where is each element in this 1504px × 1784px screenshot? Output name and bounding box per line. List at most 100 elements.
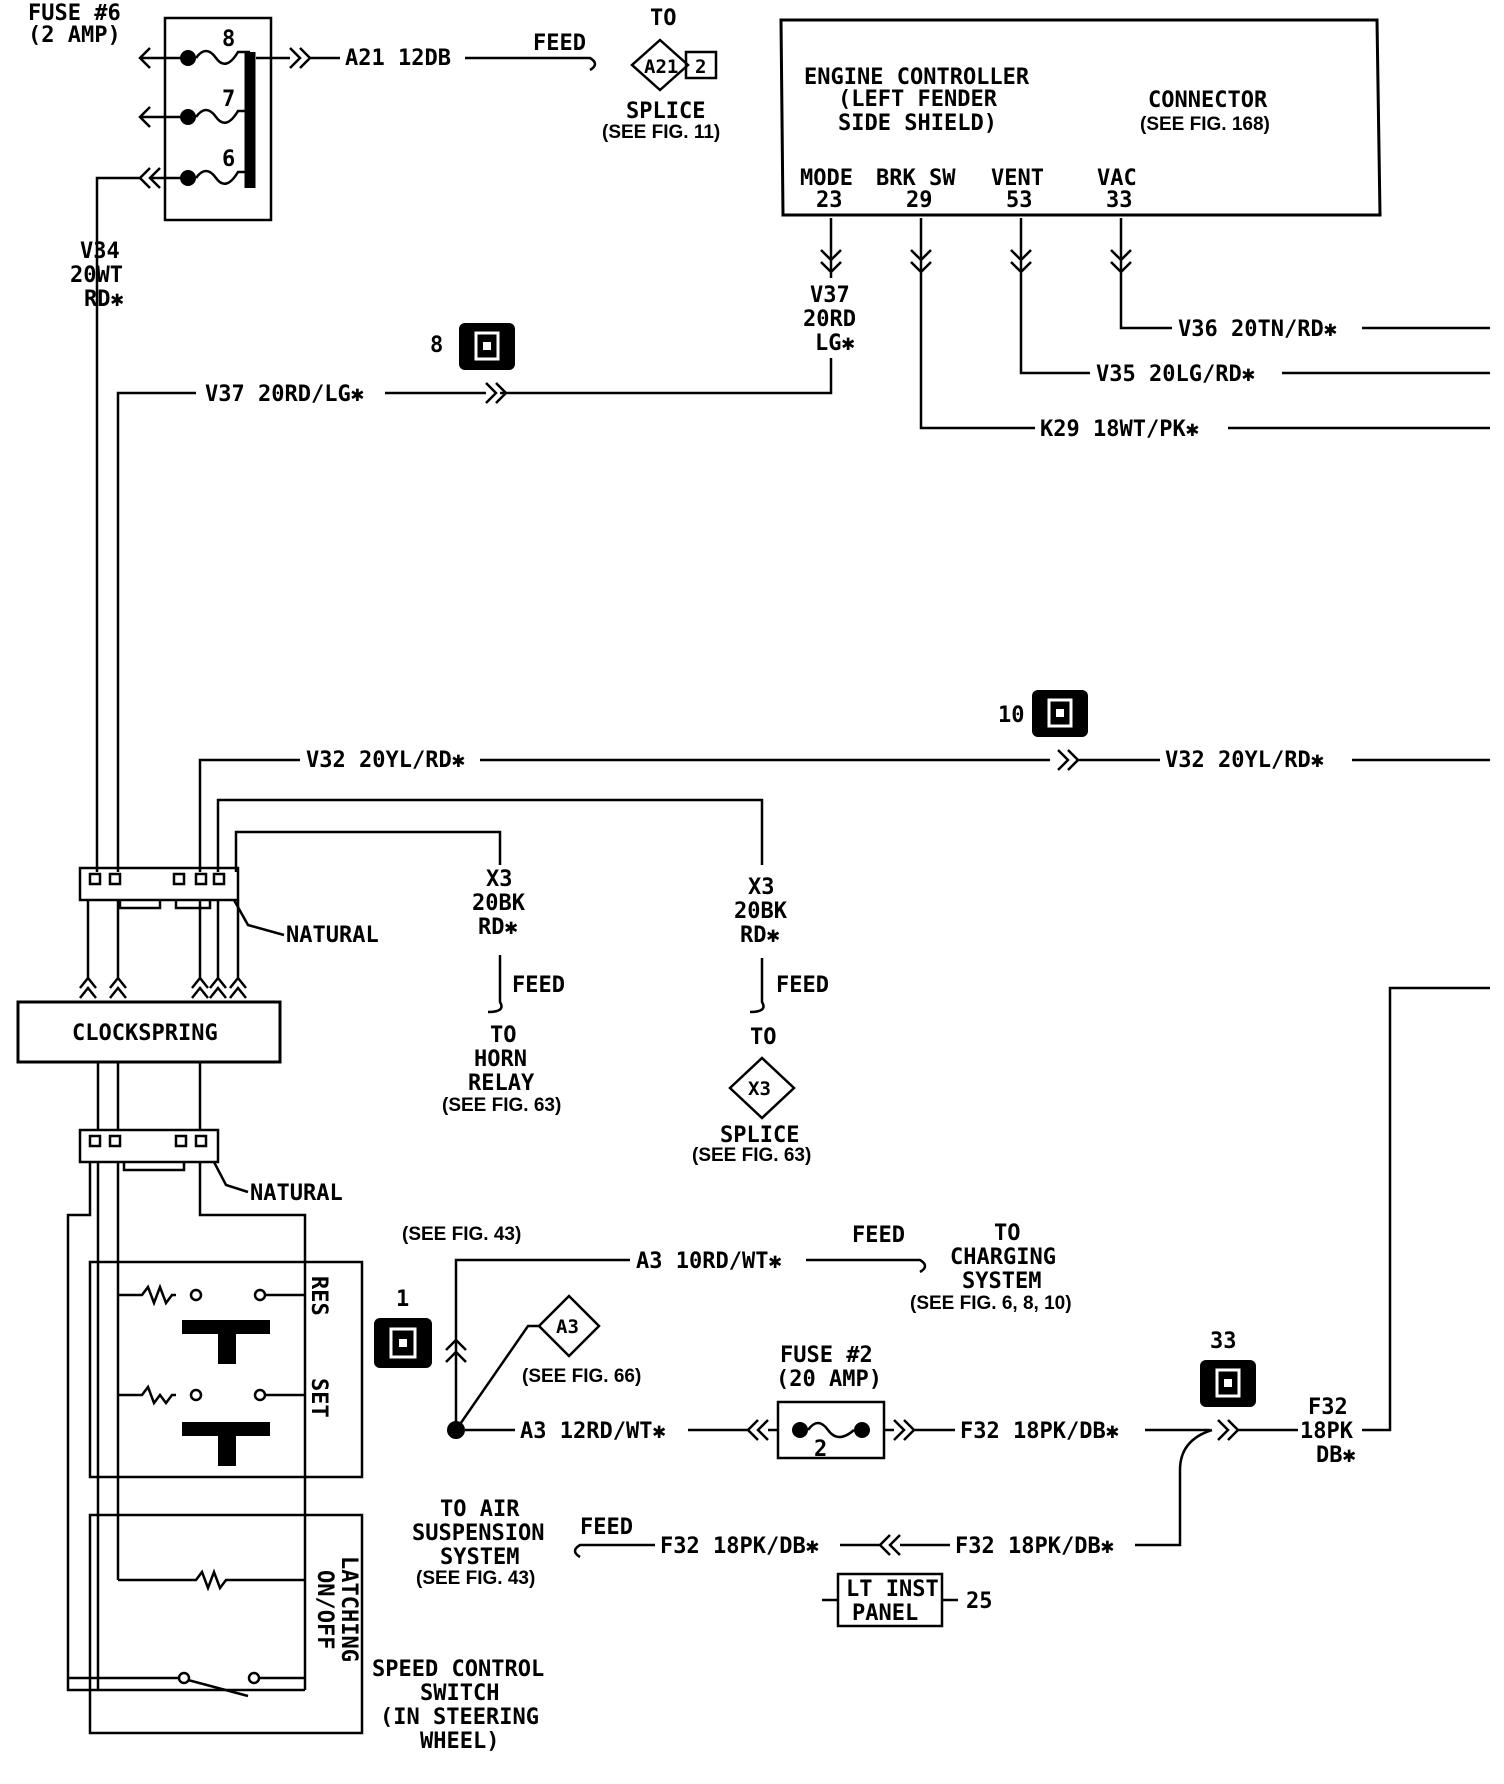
fuse-6-block: FUSE #6 (2 AMP) 8 7 6 [28, 1, 273, 322]
f32-wire-label-2: F32 18PK/DB✱ [955, 1534, 1114, 1559]
ecm-connector-ref: (SEE FIG. 168) [1140, 114, 1270, 135]
ecm-title-2: (LEFT FENDER [838, 87, 998, 112]
air-susp-2: SUSPENSION [412, 1521, 544, 1546]
speed-control-2: SWITCH [420, 1681, 499, 1706]
pin-mode-num: 23 [816, 188, 843, 213]
ecm-connector-label: CONNECTOR [1148, 88, 1268, 113]
a3-network: (SEE FIG. 43) A3 10RD/WT✱ FEED TO CHARGI… [402, 1221, 1072, 1444]
v37-vertical-3: LG✱ [815, 331, 855, 356]
v37-wire-label: V37 20RD/LG✱ [205, 382, 364, 407]
x3-horn-label-2: 20BK [472, 891, 526, 916]
horn-relay-ref: (SEE FIG. 63) [442, 1095, 561, 1116]
pin-vac-num: 33 [1106, 188, 1133, 213]
lt-inst-panel-box [836, 1572, 944, 1628]
connector-33-num: 33 [1210, 1329, 1237, 1354]
horn-relay-1: TO [490, 1023, 517, 1048]
speed-control-switch: RES SET LATCHING ON/OFF SPEED CONTROL SW… [68, 1260, 544, 1754]
splice-a21-label: SPLICE [626, 99, 705, 124]
v34-label-2: 20WT [70, 263, 123, 288]
v32-wire-label-left: V32 20YL/RD✱ [306, 748, 465, 773]
splice-a3-id: A3 [556, 1316, 579, 1338]
a21-feed: A21 12DB FEED TO A21 2 SPLICE (SEE FIG. … [256, 6, 720, 143]
v34-label-3: RD✱ [84, 287, 124, 312]
splice-a21-id: A21 [644, 56, 678, 78]
f32-wire-label-3: F32 18PK/DB✱ [660, 1534, 819, 1559]
x3-horn-label-1: X3 [486, 867, 513, 892]
air-susp-ref: (SEE FIG. 43) [416, 1568, 535, 1589]
splice-x3-diamond [728, 1056, 796, 1120]
fuse-6-pos-8: 8 [222, 27, 235, 52]
air-susp-1: TO AIR [440, 1497, 520, 1522]
v37-vertical-2: 20RD [803, 307, 856, 332]
fuse-6-title: FUSE #6 [28, 1, 121, 26]
pin-brksw-num: 29 [906, 188, 933, 213]
v36-wire-label: V36 20TN/RD✱ [1178, 317, 1337, 342]
set-label: SET [306, 1378, 331, 1418]
x3-splice-label-3: RD✱ [740, 923, 780, 948]
splice-a3-diamond [537, 1294, 601, 1358]
charging-3: SYSTEM [962, 1269, 1041, 1294]
connector-10-num: 10 [998, 703, 1025, 728]
f32-wire-label-1: F32 18PK/DB✱ [960, 1419, 1119, 1444]
natural-label-lower: NATURAL [250, 1181, 343, 1206]
v32-run: V32 20YL/RD✱ V32 20YL/RD✱ 10 [198, 690, 1490, 872]
lt-inst-panel-2: PANEL [852, 1601, 918, 1626]
f32-vertical-2: 18PK [1300, 1419, 1354, 1444]
horn-relay-3: RELAY [468, 1071, 535, 1096]
engine-controller: ENGINE CONTROLLER (LEFT FENDER SIDE SHIE… [779, 18, 1382, 217]
pin-vent-name: VENT [991, 166, 1044, 191]
a3-top-wire-label: A3 10RD/WT✱ [636, 1249, 782, 1274]
horn-relay-2: HORN [474, 1047, 527, 1072]
upper-clockspring-connector: NATURAL [78, 866, 379, 999]
clockspring-label: CLOCKSPRING [72, 1021, 218, 1046]
splice-x3-label: SPLICE [720, 1123, 799, 1148]
charging-1: TO [994, 1221, 1021, 1246]
a3-bottom-wire-label: A3 12RD/WT✱ [520, 1419, 666, 1444]
fuse-6-box [163, 16, 273, 222]
air-susp-feed-label: FEED [580, 1515, 633, 1540]
speed-control-3: (IN STEERING [380, 1705, 539, 1730]
pin-brksw-name: BRK SW [876, 166, 956, 191]
clockspring-box [16, 1000, 282, 1064]
horn-feed-label: FEED [512, 973, 565, 998]
splice-a21-ref: (SEE FIG. 11) [602, 122, 720, 143]
f32-vertical-3: DB✱ [1316, 1443, 1356, 1468]
x3-splice-feed-label: FEED [776, 973, 829, 998]
f32-network: F32 18PK/DB✱ 33 F32 18PK DB✱ F32 18PK/DB… [412, 986, 1490, 1628]
fuse-2-pos: 2 [814, 1437, 827, 1462]
x3-horn-label-3: RD✱ [478, 915, 518, 940]
fuse-6-rating: (2 AMP) [28, 23, 121, 48]
connector-25-num: 25 [966, 1589, 993, 1614]
charging-ref: (SEE FIG. 6, 8, 10) [910, 1293, 1072, 1314]
v37-run: V37 20RD/LG✱ 8 [116, 323, 515, 872]
air-susp-3: SYSTEM [440, 1545, 519, 1570]
k29-wire-label: K29 18WT/PK✱ [1040, 417, 1199, 442]
fuse-2: FUSE #2 (20 AMP) 2 [776, 1343, 955, 1462]
pin-vent-num: 53 [1006, 188, 1033, 213]
connector-1-num: 1 [396, 1287, 409, 1312]
ecm-pin-leads: V37 20RD LG✱ K29 18WT/PK✱ V35 20LG/RD✱ V… [500, 218, 1490, 442]
f32-vertical-1: F32 [1308, 1395, 1348, 1420]
a21-feed-label: FEED [533, 31, 586, 56]
engine-controller-box [779, 18, 1382, 217]
see-fig-43-top: (SEE FIG. 43) [402, 1224, 521, 1245]
splice-a21-suffix: 2 [695, 56, 706, 78]
lt-inst-panel-1: LT INST [846, 1577, 939, 1602]
speed-control-4: WHEEL) [420, 1729, 499, 1754]
a21-wire-label: A21 12DB [345, 46, 451, 71]
fuse-6-pos-7: 7 [222, 87, 235, 112]
v37-vertical-1: V37 [810, 283, 850, 308]
x3-splice-to: TO [750, 1025, 777, 1050]
a21-to-label: TO [650, 6, 677, 31]
speed-control-1: SPEED CONTROL [372, 1657, 544, 1682]
pin-vac-name: VAC [1097, 166, 1137, 191]
v34-label-1: V34 [80, 239, 120, 264]
x3-runs: X3 20BK RD✱ FEED TO HORN RELAY (SEE FIG.… [216, 798, 829, 1166]
ecm-title-1: ENGINE CONTROLLER [804, 65, 1030, 90]
v35-wire-label: V35 20LG/RD✱ [1096, 362, 1255, 387]
charging-2: CHARGING [950, 1245, 1056, 1270]
res-set-box [88, 1260, 364, 1479]
connector-8-num: 8 [430, 333, 443, 358]
natural-label-upper: NATURAL [286, 923, 379, 948]
